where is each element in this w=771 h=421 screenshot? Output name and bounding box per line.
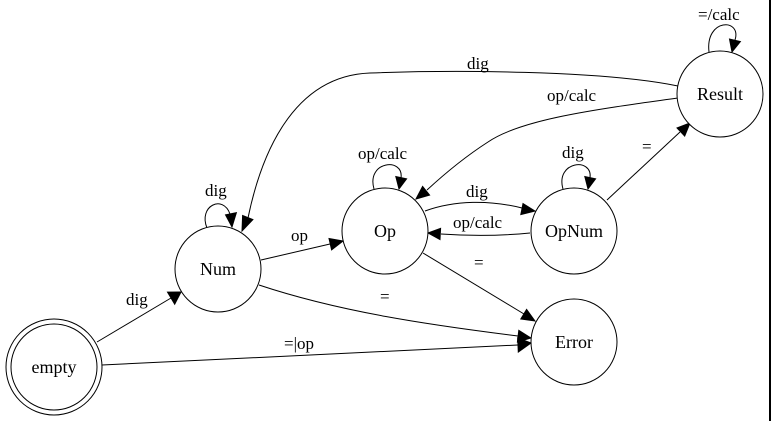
edge-num-loop: dig xyxy=(204,181,238,229)
edge-label-op-loop: op/calc xyxy=(358,144,408,163)
right-border xyxy=(769,0,771,421)
edge-label-num-to-op: op xyxy=(291,226,308,245)
state-label-result: Result xyxy=(697,84,743,104)
edge-label-opnum-loop: dig xyxy=(562,143,584,162)
edge-label-opnum-to-op: op/calc xyxy=(453,213,503,232)
state-error: Error xyxy=(530,298,618,386)
edge-opnum-loop: dig xyxy=(561,143,597,191)
edge-opnum-to-result: = xyxy=(606,122,691,201)
edge-result-to-num: dig xyxy=(241,54,679,233)
state-result: Result xyxy=(676,50,764,138)
edge-result-to-op: op/calc xyxy=(415,86,679,200)
state-empty: empty xyxy=(5,318,103,416)
edge-label-result-to-op: op/calc xyxy=(547,86,597,105)
state-label-op: Op xyxy=(374,221,396,241)
edge-label-num-loop: dig xyxy=(205,181,227,200)
edge-label-result-loop: =/calc xyxy=(698,5,740,24)
edge-label-empty-to-error: =|op xyxy=(284,334,314,353)
state-opnum: OpNum xyxy=(530,187,618,275)
state-label-opnum: OpNum xyxy=(545,221,603,241)
edge-label-opnum-to-result: = xyxy=(642,137,652,156)
edge-result-loop: =/calc xyxy=(698,5,742,54)
edge-label-result-to-num: dig xyxy=(467,54,489,73)
state-label-empty: empty xyxy=(32,357,77,377)
edge-label-op-to-error: = xyxy=(474,253,484,272)
edge-label-empty-to-num: dig xyxy=(126,290,148,309)
state-label-error: Error xyxy=(555,332,593,352)
edge-label-num-to-error: = xyxy=(380,287,390,306)
edge-empty-to-num: dig xyxy=(96,290,182,343)
edge-op-to-error: = xyxy=(422,252,537,322)
edge-op-loop: op/calc xyxy=(358,144,408,191)
edge-opnum-to-op: op/calc xyxy=(426,213,531,241)
edge-label-op-to-opnum: dig xyxy=(466,182,488,201)
edge-empty-to-error: =|op xyxy=(101,334,533,366)
edge-num-to-error: = xyxy=(258,284,533,343)
state-num: Num xyxy=(174,225,262,313)
edge-op-to-opnum: dig xyxy=(424,182,537,216)
state-label-num: Num xyxy=(200,259,236,279)
edge-num-to-op: op xyxy=(260,226,345,261)
state-op: Op xyxy=(341,187,429,275)
